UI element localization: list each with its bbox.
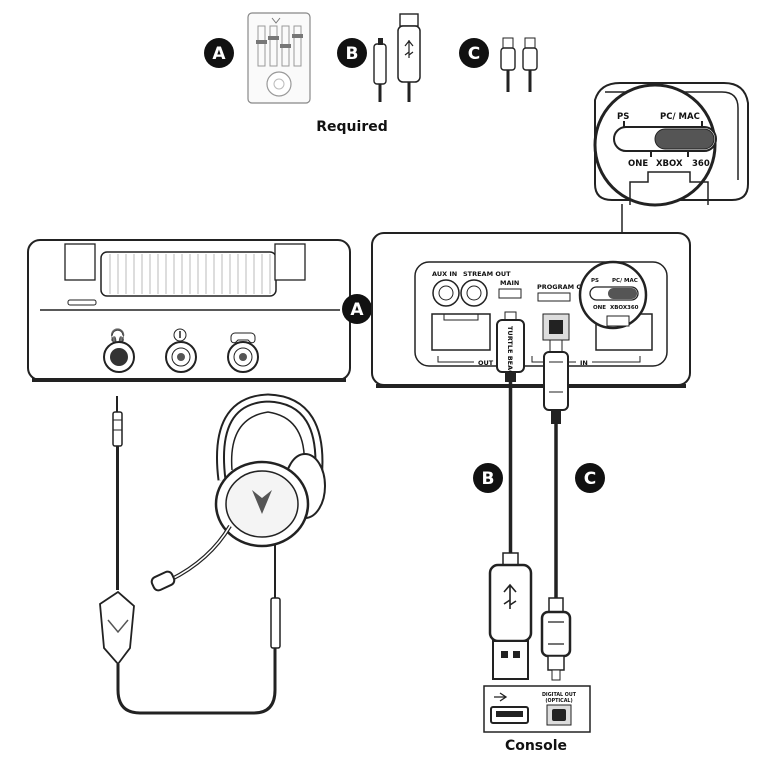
out-port: [431, 313, 491, 351]
label-aux-in: AUX IN: [432, 270, 457, 278]
console-panel: DIGITAL OUT (OPTICAL) Console: [483, 685, 591, 754]
badge-c-required: C: [459, 38, 489, 68]
svg-text:A: A: [212, 44, 226, 64]
usb-symbol-icon: [503, 583, 517, 609]
zoom-label-360: 360: [692, 159, 710, 169]
controller-jack: [227, 332, 259, 373]
required-items: A B: [204, 12, 538, 135]
headset-cable: [99, 396, 281, 715]
mic-tip: [150, 570, 176, 592]
svg-text:C: C: [584, 469, 596, 489]
rear-label-one: ONE: [593, 305, 606, 311]
svg-text:B: B: [482, 469, 495, 489]
rear-label-360: 360: [627, 305, 639, 311]
amp-rear-view: AUX IN STREAM OUT MAIN PROGRAM ONLY OUT …: [371, 232, 691, 388]
rear-label-pcmac: PC/ MAC: [612, 278, 638, 284]
label-main: MAIN: [500, 279, 519, 287]
optical-cable-c: [540, 339, 572, 681]
usb-plug-brand: TURTLE BEACH: [506, 326, 514, 380]
badge-b-required: B: [337, 38, 367, 68]
switch-slider: [654, 128, 715, 150]
svg-text:B: B: [346, 44, 359, 64]
optical-cable-thumbnail-icon: [500, 37, 538, 92]
badge-b-cable: B: [473, 463, 503, 493]
amp-front-view: 🎧: [27, 239, 351, 382]
controller-icon: [230, 332, 256, 344]
console-optical-label-2: (OPTICAL): [545, 698, 572, 704]
svg-text:A: A: [350, 300, 364, 320]
console-label: Console: [505, 738, 567, 754]
zoom-label-pcmac: PC/ MAC: [660, 112, 700, 122]
svg-text:C: C: [468, 44, 480, 64]
label-out: OUT: [478, 359, 494, 367]
headset: [150, 393, 326, 592]
switch-zoom-callout: PS PC/ MAC ONE XBOX 360: [593, 82, 749, 300]
badge-a-required: A: [204, 38, 234, 68]
program-usb-port: [537, 292, 571, 302]
zoom-label-xbox: XBOX: [656, 159, 683, 169]
console-usb-icon: [494, 692, 508, 702]
required-label: Required: [316, 119, 387, 135]
rear-label-ps: PS: [591, 278, 599, 284]
label-program-only: PROGRAM ONLY: [537, 283, 595, 291]
inline-control: [99, 590, 135, 666]
rear-label-xbox: XBOX: [610, 305, 628, 311]
label-stream-out: STREAM OUT: [463, 270, 511, 278]
badge-c-cable: C: [575, 463, 605, 493]
amp-top-thumbnail-icon: [247, 12, 311, 104]
headphone-icon: 🎧: [110, 328, 126, 343]
usb-cable-b: TURTLE BEACH: [488, 311, 533, 680]
console-optical-label-1: DIGITAL OUT: [542, 692, 577, 698]
zoom-label-one: ONE: [628, 159, 648, 169]
volume-knob: [100, 251, 277, 297]
label-in: IN: [580, 359, 588, 367]
badge-a-amp: A: [342, 294, 372, 324]
usb-cable-thumbnail-icon: [373, 13, 421, 102]
turtle-beach-logo-icon: [252, 490, 272, 514]
headphone-jack: 🎧: [103, 328, 135, 373]
mic-jack: [165, 328, 197, 373]
rear-mode-switch: PS PC/ MAC ONE XBOX 360: [578, 260, 648, 330]
zoom-label-ps: PS: [617, 112, 629, 122]
main-usb-port: [498, 288, 522, 299]
